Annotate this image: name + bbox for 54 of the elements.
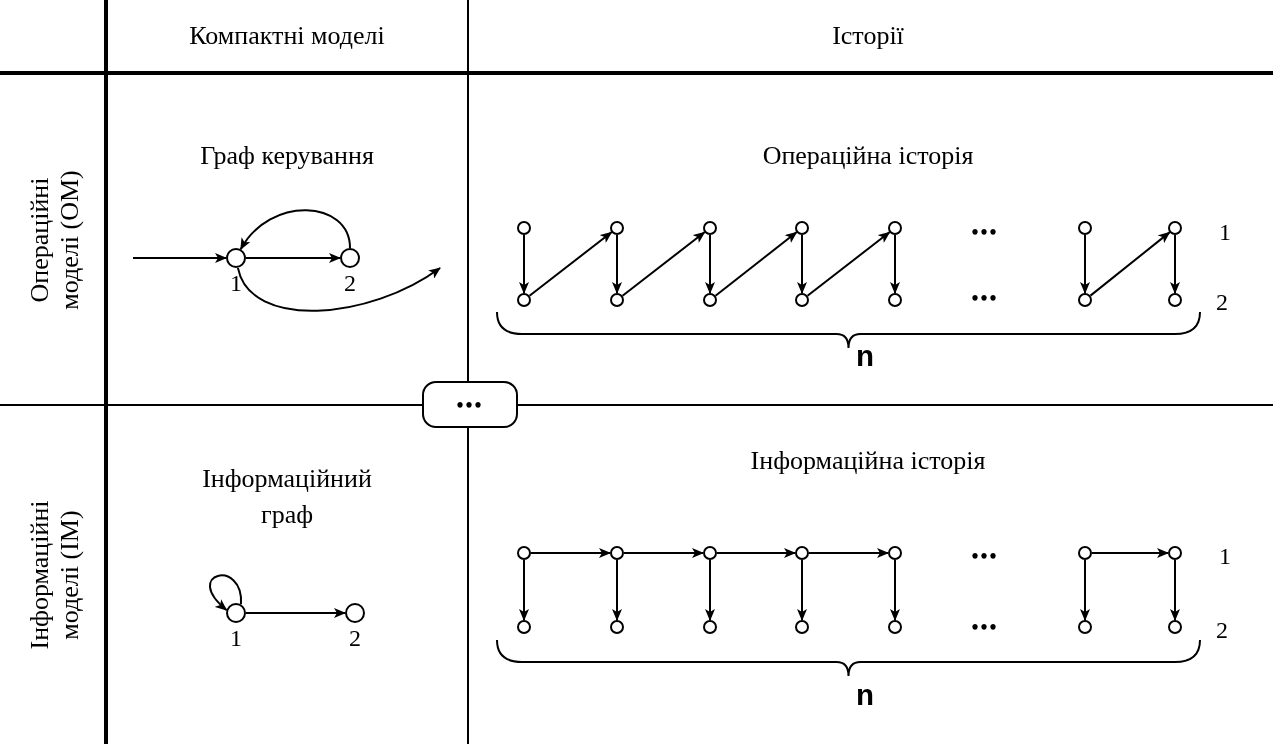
ellipsis-text: ••• (971, 615, 999, 640)
cell-title: Операційна історія (762, 139, 974, 172)
arrow (797, 559, 807, 621)
ellipsis-text: ••• (971, 544, 999, 569)
arrow (519, 559, 529, 621)
node-number: 1 (230, 626, 242, 650)
cell-title: Інформаційний граф (201, 463, 373, 531)
arrow (236, 266, 441, 312)
ellipsis-text: ••• (971, 286, 999, 311)
arrow (890, 234, 900, 294)
row-number: 2 (1216, 616, 1228, 645)
arrow (245, 253, 341, 263)
arrow (1080, 234, 1090, 294)
arrow (209, 574, 242, 611)
arrow (245, 608, 346, 618)
node-number: 1 (230, 271, 242, 295)
node-number: 2 (349, 626, 361, 650)
ellipsis-box (422, 381, 518, 428)
column-header: Компактні моделі (189, 19, 385, 52)
arrow (890, 559, 900, 621)
arrow (714, 231, 798, 297)
ellipsis-text: ••• (971, 220, 999, 245)
cell-title: Граф керування (200, 139, 374, 172)
row-number: 1 (1219, 542, 1231, 571)
count-label: n (856, 678, 874, 716)
arrow (530, 548, 611, 558)
arrow (623, 548, 704, 558)
row-number: 2 (1216, 288, 1228, 317)
count-label: n (856, 339, 874, 377)
arrow (132, 253, 227, 263)
cell-title: Інформаційна історія (750, 444, 986, 477)
arrow (1170, 559, 1180, 621)
row-header: Операційні моделі (ОМ) (25, 169, 85, 312)
arrow (519, 234, 529, 294)
arrow (612, 234, 622, 294)
ellipsis-text: ••• (456, 392, 484, 418)
arrow (1170, 234, 1180, 294)
arrow (612, 559, 622, 621)
arrow (239, 209, 351, 251)
arrow (797, 234, 807, 294)
arrow (705, 234, 715, 294)
column-header: Історії (832, 19, 904, 52)
row-number: 1 (1219, 218, 1231, 247)
arrow (1089, 231, 1171, 297)
arrow (705, 559, 715, 621)
arrow (528, 231, 613, 297)
arrow (621, 231, 706, 297)
row-header: Інформаційні моделі (ІМ) (25, 499, 85, 652)
arrow (808, 548, 889, 558)
arrow (806, 231, 891, 297)
arrow (1080, 559, 1090, 621)
arrow (1091, 548, 1169, 558)
arrow (716, 548, 796, 558)
node-number: 2 (344, 271, 356, 295)
